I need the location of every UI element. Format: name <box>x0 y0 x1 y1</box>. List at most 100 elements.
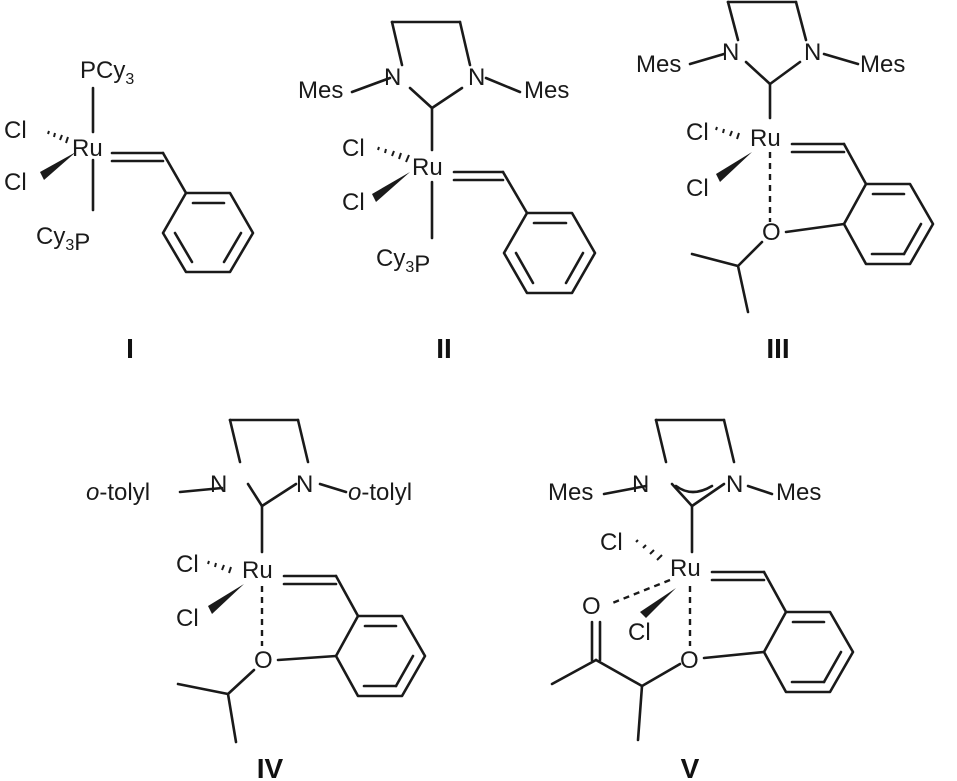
label-text: P <box>414 251 430 278</box>
tolyl-text: -tolyl <box>99 479 150 506</box>
label-text: P <box>74 229 90 256</box>
chloride-label: Cl <box>342 189 365 216</box>
tolyl-text: -tolyl <box>361 479 412 506</box>
chloride-label: Cl <box>176 605 199 632</box>
structure-i: PCy3 Ru Cl Cl Cy3P I <box>4 57 255 364</box>
ruthenium-label: Ru <box>72 135 103 162</box>
structure-iv: N N o-tolyl o-tolyl Ru Cl Cl O IV <box>86 418 427 781</box>
wedge-bond <box>40 152 76 180</box>
nitrogen-label: N <box>384 64 401 91</box>
chloride-label: Cl <box>4 117 27 144</box>
nitrogen-label: N <box>296 471 313 498</box>
ruthenium-label: Ru <box>670 555 701 582</box>
bond <box>702 650 766 660</box>
bond <box>726 0 740 42</box>
label-text: Cy <box>36 223 65 250</box>
structure-v: N N Mes Mes Ru Cl Cl O O V <box>548 418 855 781</box>
bond <box>784 222 846 234</box>
ortho-prefix: o <box>86 479 99 506</box>
bond <box>594 658 644 688</box>
bond <box>296 418 310 464</box>
mesityl-label: Mes <box>860 51 905 78</box>
wedge-bond <box>208 584 244 614</box>
compound-numeral: IV <box>257 753 284 781</box>
hashed-bond <box>47 130 69 144</box>
chloride-label: Cl <box>628 619 651 646</box>
bond <box>736 264 750 314</box>
bond <box>408 86 434 110</box>
wedge-bond <box>372 172 410 202</box>
chloride-label: Cl <box>600 529 623 556</box>
bond <box>744 60 772 86</box>
hashed-bond <box>377 146 410 163</box>
bond <box>260 482 298 508</box>
bond <box>228 418 242 464</box>
bond <box>350 76 392 94</box>
bond <box>176 682 230 696</box>
label-text: PCy <box>80 57 125 84</box>
bond <box>762 570 788 614</box>
ruthenium-label: Ru <box>750 125 781 152</box>
nitrogen-label: N <box>726 471 743 498</box>
bond <box>722 418 736 464</box>
bond <box>688 52 726 66</box>
bond <box>318 482 348 494</box>
nitrogen-label: N <box>210 471 227 498</box>
mesityl-label: Mes <box>548 479 593 506</box>
bond <box>636 684 644 742</box>
pcy3-label-bottom: Cy3P <box>376 245 430 278</box>
oxygen-label: O <box>680 647 699 674</box>
bond <box>550 658 598 686</box>
bond <box>746 484 774 496</box>
bond <box>226 692 238 744</box>
subscript-digit: 3 <box>65 237 74 254</box>
mesityl-label: Mes <box>524 77 569 104</box>
bond <box>690 252 740 268</box>
chloride-label: Cl <box>176 551 199 578</box>
bond <box>246 482 264 508</box>
chloride-label: Cl <box>686 119 709 146</box>
benzene-ring <box>161 191 255 274</box>
oxygen-label: O <box>582 593 601 620</box>
bond <box>736 240 764 268</box>
bond <box>602 484 648 496</box>
chloride-label: Cl <box>686 175 709 202</box>
nitrogen-label: N <box>722 39 739 66</box>
bond <box>484 76 522 94</box>
bond <box>794 0 808 42</box>
compound-numeral: V <box>681 753 700 781</box>
bond <box>178 486 224 494</box>
bond <box>276 654 338 662</box>
wedge-bond <box>640 588 676 618</box>
bond <box>670 482 694 508</box>
bond <box>501 170 529 215</box>
bond <box>226 668 256 696</box>
pcy3-label-bottom: Cy3P <box>36 223 90 256</box>
bond <box>430 86 464 110</box>
pcy3-label-top: PCy3 <box>80 57 134 88</box>
nitrogen-label: N <box>468 64 485 91</box>
ruthenium-label: Ru <box>412 154 443 181</box>
hashed-bond <box>207 560 232 574</box>
hashed-bond <box>715 126 740 140</box>
o-tolyl-label: o-tolyl <box>348 479 412 506</box>
hashed-bond <box>635 539 663 561</box>
structure-iii: N N Mes Mes Ru Cl Cl O III <box>636 0 935 364</box>
o-tolyl-label: o-tolyl <box>86 479 150 506</box>
chloride-label: Cl <box>4 169 27 196</box>
nitrogen-label: N <box>632 471 649 498</box>
bond <box>654 418 668 464</box>
oxygen-label: O <box>254 647 273 674</box>
chloride-label: Cl <box>342 135 365 162</box>
mesityl-label: Mes <box>636 51 681 78</box>
ruthenium-label: Ru <box>242 557 273 584</box>
bond <box>390 20 404 67</box>
subscript-digit: 3 <box>125 71 134 88</box>
bond <box>690 482 726 508</box>
label-text: Cy <box>376 245 405 272</box>
bond <box>822 52 860 66</box>
ortho-prefix: o <box>348 479 361 506</box>
benzene-ring <box>502 211 597 295</box>
delocalization-arc <box>674 484 714 494</box>
